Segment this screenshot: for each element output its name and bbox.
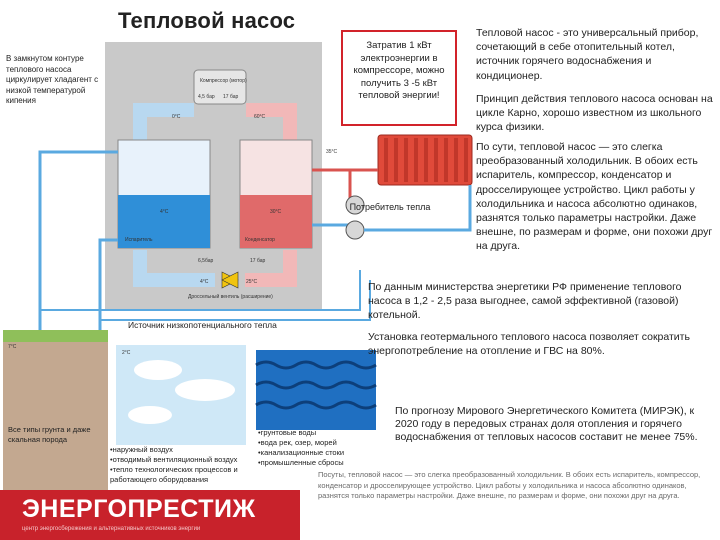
heat-source-label: Источник низкопотенциального тепла — [128, 320, 277, 330]
source-pipe-left — [38, 150, 118, 340]
cold-pipe-top — [133, 103, 194, 140]
circulation-pump-bottom — [345, 220, 365, 240]
ground-panel — [3, 330, 108, 500]
source-pipe-bottom — [40, 270, 361, 311]
temp-35: 35°C — [326, 149, 338, 155]
heat-pump-diagram: Компрессор (мотор) Испаритель Конденсато… — [3, 42, 473, 500]
wave-3 — [255, 400, 377, 410]
radiator — [377, 134, 473, 186]
list-item: •промышленные сбросы — [258, 458, 344, 467]
temp-30: 30°C — [270, 209, 282, 215]
list-item: •отводимый вентиляционный воздух — [110, 455, 238, 464]
temp-0: 0°C — [172, 114, 181, 120]
throttle-label: Дроссельный вентиль (расширение) — [188, 293, 273, 300]
evaporator-label: Испаритель — [125, 237, 153, 243]
circulation-pump-top — [345, 195, 365, 215]
ground-grass — [3, 330, 108, 342]
circuit-note: В замкнутом контуре теплового насоса цир… — [6, 54, 99, 105]
source-pipe-return — [100, 280, 371, 321]
logo-band — [0, 490, 300, 540]
temp-cond-pressure: 17 бар — [223, 94, 238, 100]
temp-7: 7°C — [8, 344, 17, 350]
temp-25: 25°C — [246, 279, 258, 285]
air-sources-list: •наружный воздух •отводимый вентиляционн… — [110, 445, 260, 485]
paragraph-carnot: Принцип действия теплового насоса основа… — [476, 93, 713, 134]
list-item: •тепло технологических процессов и работ… — [110, 465, 238, 484]
condenser-liquid — [240, 195, 312, 248]
hot-pipe-top — [246, 103, 297, 140]
heat-consumer-label: Потребитель тепла — [349, 202, 431, 212]
brand-tagline: центр энергосбережения и альтернативных … — [22, 526, 201, 532]
cloud-2 — [175, 379, 235, 401]
hot-pipe-bottom — [245, 250, 297, 287]
temp-2: 2°C — [122, 350, 131, 356]
list-item: •вода рек, озер, морей — [258, 438, 337, 447]
temp-low-pressure: 6,5бар — [198, 258, 213, 264]
cloud-1 — [134, 360, 182, 380]
temp-evap-pressure: 4,5 бар — [198, 94, 215, 100]
temp-high-pressure: 17 бар — [250, 258, 265, 264]
wave-1 — [255, 360, 377, 370]
source-pipe-inner — [98, 238, 118, 340]
paragraph-definition: Тепловой насос - это универсальный прибо… — [476, 27, 699, 82]
paragraph-forecast: По прогнозу Мирового Энергетического Ком… — [395, 405, 698, 444]
page-title: Тепловой насос — [118, 8, 296, 33]
condenser-label: Конденсатор — [245, 237, 275, 243]
efficiency-callout: Затратив 1 кВт электроэнергии в компресс… — [341, 30, 457, 126]
cold-pipe-bottom — [133, 250, 215, 287]
paragraph-ministry: По данным министерства энергетики РФ при… — [368, 281, 682, 322]
ground-note: Все типы грунта и даже скальная порода — [8, 425, 91, 444]
water-panel — [256, 350, 376, 430]
radiator-return — [364, 185, 472, 232]
temp-60: 60°C — [254, 114, 266, 120]
evaporator-liquid — [118, 195, 210, 248]
faded-note: Посуты, тепловой насос — это слегка прео… — [318, 470, 701, 500]
cloud-3 — [128, 406, 172, 424]
wave-2 — [255, 380, 377, 390]
compressor-box — [193, 69, 247, 105]
temp-4b: 4°C — [200, 279, 209, 285]
list-item: •наружный воздух — [110, 445, 173, 454]
throttle-valve-right — [221, 271, 239, 289]
brand-logo: ЭНЕРГОПРЕСТИЖ — [22, 495, 256, 523]
temp-4: 4°C — [160, 209, 169, 215]
compressor-label: Компрессор (мотор) — [200, 78, 247, 84]
paragraph-geothermal: Установка геотермального теплового насос… — [368, 331, 690, 358]
list-item: •канализационные стоки — [258, 448, 345, 457]
paragraph-refrigerator: По сути, тепловой насос — это слегка пре… — [476, 141, 713, 253]
list-item: •грунтовые воды — [258, 428, 317, 437]
water-sources-list: •грунтовые воды •вода рек, озер, морей •… — [258, 428, 388, 468]
